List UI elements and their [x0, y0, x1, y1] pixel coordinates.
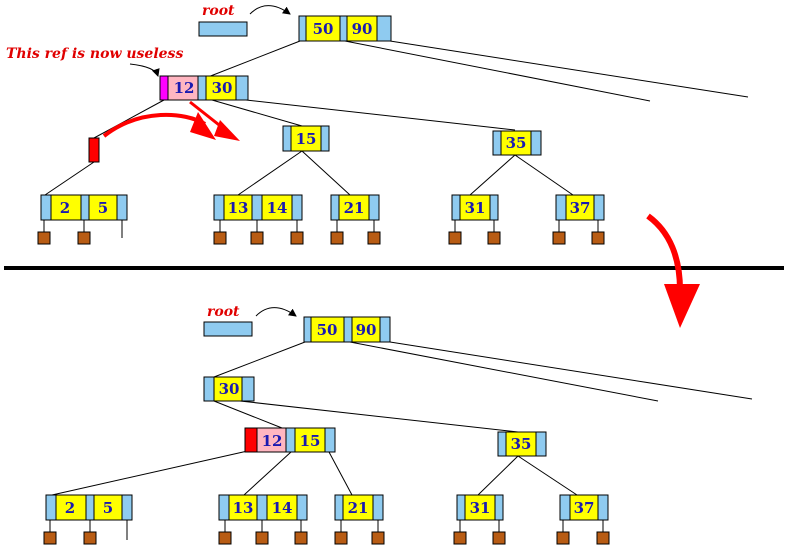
root-pointer-top — [198, 21, 248, 37]
key-35: 35 — [506, 134, 527, 152]
key-90: 90 — [352, 20, 373, 38]
key-90-bottom: 90 — [356, 321, 377, 339]
key-50: 50 — [313, 20, 334, 38]
top-edges — [43, 40, 749, 238]
key-30-bottom: 30 — [219, 380, 240, 398]
useless-ref-note: This ref is now useless — [6, 46, 183, 62]
key-5: 5 — [98, 199, 108, 217]
key-37: 37 — [570, 199, 591, 217]
top-node-35: 35 — [492, 130, 542, 156]
bottom-leaf-blocks — [43, 531, 610, 545]
bottom-leaf-2-5: 2 5 — [45, 494, 133, 521]
red-pointer-marker-bottom — [244, 427, 258, 453]
key-14: 14 — [267, 199, 288, 217]
key-30: 30 — [212, 79, 233, 97]
top-leaf-13-14: 13 14 — [213, 194, 303, 221]
top-root-node: 50 90 — [298, 15, 392, 42]
top-parent-node: 12 30 — [159, 75, 249, 101]
bottom-edges — [49, 341, 753, 540]
key-12: 12 — [174, 79, 195, 97]
root-label-top: root — [202, 3, 235, 19]
key-2: 2 — [60, 199, 70, 217]
useless-ref-pointer — [159, 75, 169, 101]
root-pointer-bottom — [203, 321, 253, 337]
bottom-leaf-37: 37 — [559, 494, 609, 521]
key-31-bottom: 31 — [470, 499, 491, 517]
useless-note-arrow — [129, 63, 160, 77]
bottom-node-35: 35 — [497, 431, 547, 457]
key-21: 21 — [344, 199, 365, 217]
bottom-tree: root — [43, 304, 753, 545]
bottom-leaf-31: 31 — [456, 494, 504, 521]
key-15: 15 — [296, 130, 317, 148]
key-13: 13 — [228, 199, 249, 217]
key-5-bottom: 5 — [103, 499, 113, 517]
bottom-merged-node: 12 15 — [244, 427, 336, 453]
key-37-bottom: 37 — [574, 499, 595, 517]
key-31: 31 — [465, 199, 486, 217]
top-node-15: 15 — [282, 125, 330, 152]
root-arrow-top — [249, 5, 291, 15]
root-label-bottom: root — [207, 304, 240, 320]
transition-arrow — [646, 213, 700, 328]
top-leaf-31: 31 — [451, 194, 499, 221]
bottom-leaf-21: 21 — [334, 494, 384, 521]
top-leaf-37: 37 — [555, 194, 605, 221]
top-leaf-2-5: 2 5 — [40, 194, 128, 221]
key-50-bottom: 50 — [317, 321, 338, 339]
key-21-bottom: 21 — [348, 499, 369, 517]
top-tree: root — [6, 3, 749, 245]
bottom-leaf-13-14: 13 14 — [218, 494, 308, 521]
top-leaf-blocks — [37, 231, 605, 245]
top-red-arrows — [102, 100, 240, 141]
key-15-bottom: 15 — [300, 432, 321, 450]
key-13-bottom: 13 — [233, 499, 254, 517]
root-arrow-bottom — [255, 307, 297, 317]
bottom-root-node: 50 90 — [303, 316, 391, 343]
key-12-bottom: 12 — [262, 432, 283, 450]
key-35-bottom: 35 — [511, 435, 532, 453]
bottom-node-30: 30 — [203, 376, 255, 402]
key-2-bottom: 2 — [65, 499, 75, 517]
top-leaf-21: 21 — [330, 194, 380, 221]
red-pointer-marker — [88, 137, 100, 163]
key-14-bottom: 14 — [272, 499, 293, 517]
